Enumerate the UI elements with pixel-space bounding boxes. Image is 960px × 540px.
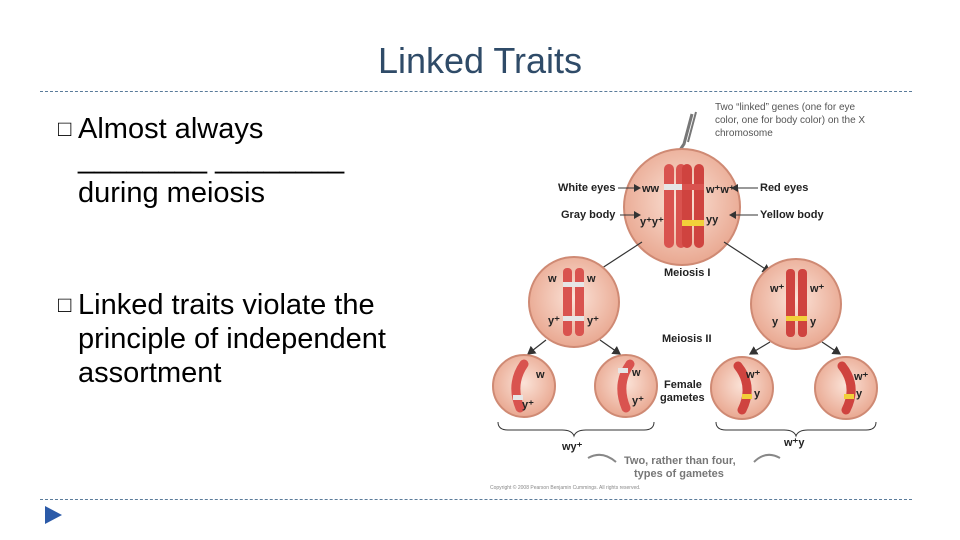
play-triangle-icon (45, 506, 62, 524)
svg-text:w⁺: w⁺ (745, 369, 761, 381)
label-yellow-body: Yellow body (760, 209, 824, 221)
label-meiosis-1: Meiosis I (664, 267, 710, 279)
bottom-divider (40, 499, 912, 500)
svg-text:y⁺: y⁺ (548, 315, 560, 327)
bullet-line: Almost always (78, 113, 264, 145)
gamete-type-wplus-y: w⁺y (783, 437, 805, 449)
gamete-3: w⁺ y (710, 356, 774, 420)
parent-cell: ww w⁺w⁺ y⁺y⁺ yy (623, 148, 741, 266)
label-white-eyes: White eyes (558, 182, 615, 194)
svg-text:w⁺: w⁺ (853, 371, 869, 383)
bullet-line: assortment (78, 357, 222, 389)
svg-text:w⁺: w⁺ (809, 283, 825, 295)
svg-text:y⁺: y⁺ (522, 399, 534, 411)
label-female-gametes: Female gametes (660, 379, 705, 404)
label-two-rather-than-four: Two, rather than four, types of gametes (624, 455, 739, 480)
gamete-1: w y⁺ (492, 354, 556, 418)
bullet-linked-genes: □ Almost always ________ ________ during… (58, 112, 458, 210)
left-brace (497, 421, 655, 438)
svg-text:y: y (772, 316, 779, 328)
copyright-note: Copyright © 2008 Pearson Benjamin Cummin… (490, 484, 640, 491)
label-gray-body: Gray body (561, 209, 616, 221)
right-brace (715, 421, 877, 438)
svg-text:y: y (856, 388, 863, 400)
svg-text:w: w (586, 273, 596, 285)
gamete-2: w y⁺ (594, 354, 658, 418)
gamete-type-wyplus: wy⁺ (561, 441, 583, 453)
gamete-4: w⁺ y (814, 356, 878, 420)
meiosis1-cell-right: w⁺ w⁺ y y (750, 258, 842, 350)
pointing-hand-icon (587, 453, 781, 463)
svg-text:w: w (535, 369, 545, 381)
svg-text:y: y (754, 388, 761, 400)
allele-ww: ww (641, 183, 660, 195)
svg-text:w⁺: w⁺ (769, 283, 785, 295)
slide-title: Linked Traits (377, 40, 583, 81)
label-red-eyes: Red eyes (760, 182, 808, 194)
meiosis1-cell-left: w w y⁺ y⁺ (528, 256, 620, 348)
svg-text:w: w (547, 273, 557, 285)
svg-text:y⁺: y⁺ (632, 395, 644, 407)
svg-text:w: w (631, 367, 641, 379)
bullet-line: during meiosis (78, 177, 265, 209)
allele-yy: yy (706, 214, 719, 226)
bullet-line: Linked traits violate the (78, 289, 375, 321)
blank-line: ________ ________ (78, 143, 345, 175)
top-divider (40, 91, 912, 92)
svg-text:y: y (810, 316, 817, 328)
svg-text:y⁺: y⁺ (587, 315, 599, 327)
checkbox-icon: □ (58, 116, 72, 141)
bullet-list: □ Almost always ________ ________ during… (58, 112, 458, 390)
allele-wplus-wplus: w⁺w⁺ (705, 184, 735, 196)
bullet-line: principle of independent (78, 323, 386, 355)
meiosis-figure: Two “linked” genes (one for eye color, o… (484, 92, 920, 494)
checkbox-icon: □ (58, 292, 72, 317)
bullet-violate: □ Linked traits violate the principle of… (58, 288, 458, 390)
pointing-hand-icon (678, 111, 697, 151)
figure-caption: Two “linked” genes (one for eye color, o… (715, 102, 868, 139)
allele-yplus-yplus: y⁺y⁺ (640, 216, 664, 228)
label-meiosis-2: Meiosis II (662, 333, 712, 345)
